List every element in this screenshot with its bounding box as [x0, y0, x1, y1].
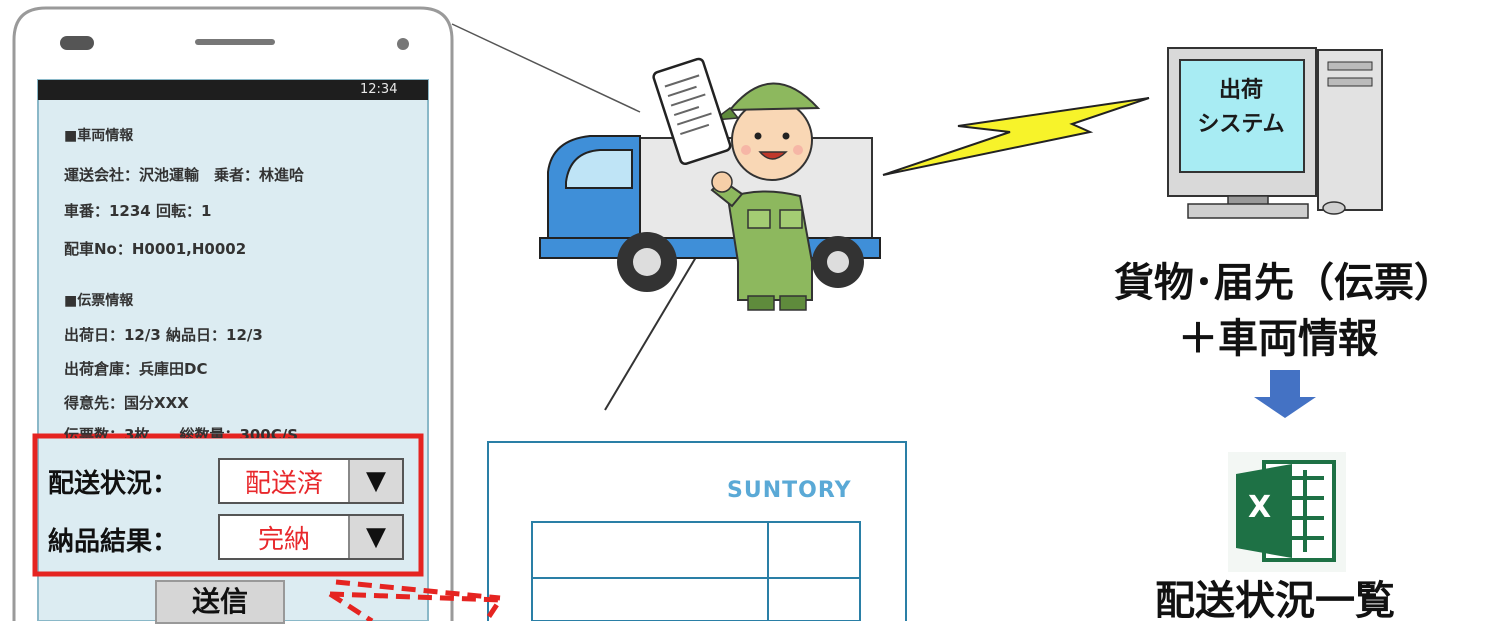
- status-bar-time: 12:34: [360, 82, 397, 97]
- delivery-number-line: 配車No：H0001,H0002: [64, 238, 246, 259]
- truck-illustration: [540, 136, 880, 292]
- delivery-status-list-label: 配送状況一覧: [1155, 568, 1395, 626]
- delivery-status-value: 配送済: [220, 460, 348, 502]
- carrier-line: 運送会社：沢池運輸 乗者：林進哈: [64, 164, 304, 185]
- vehicle-number-line: 車番：1234 回転：1: [64, 200, 211, 221]
- cargo-destination-label: 貨物･届先（伝票）: [1114, 250, 1454, 308]
- delivery-result-dropdown[interactable]: 完納 ▼: [218, 514, 404, 560]
- send-button[interactable]: 送信: [155, 580, 285, 624]
- warehouse-line: 出荷倉庫：兵庫田DC: [64, 358, 207, 379]
- dropdown-arrow-icon[interactable]: ▼: [348, 460, 402, 502]
- vehicle-info-label: ＋車両情報: [1178, 306, 1378, 364]
- dropdown-arrow-icon[interactable]: ▼: [348, 516, 402, 558]
- shipping-system-label: 出荷 システム: [1191, 74, 1291, 142]
- slip-info-heading: ■伝票情報: [64, 290, 133, 310]
- delivery-result-label: 納品結果：: [48, 521, 178, 558]
- down-arrow-icon: [1254, 370, 1316, 418]
- excel-icon: [1228, 452, 1346, 572]
- delivery-result-value: 完納: [220, 516, 348, 558]
- delivery-status-label: 配送状況：: [48, 463, 178, 500]
- zoom-line-top: [452, 24, 640, 112]
- delivery-slip: [488, 442, 906, 621]
- lightning-icon: [883, 98, 1149, 175]
- vehicle-info-heading: ■車両情報: [64, 125, 133, 145]
- slip-count-line: 伝票数：3枚 総数量：300C/S: [64, 424, 298, 438]
- destination-line: 得意先：国分XXX: [64, 392, 189, 413]
- excel-letter: X: [1248, 490, 1271, 525]
- suntory-logo: SUNTORY: [727, 478, 852, 503]
- delivery-status-dropdown[interactable]: 配送済 ▼: [218, 458, 404, 504]
- date-line: 出荷日：12/3 納品日：12/3: [64, 324, 263, 345]
